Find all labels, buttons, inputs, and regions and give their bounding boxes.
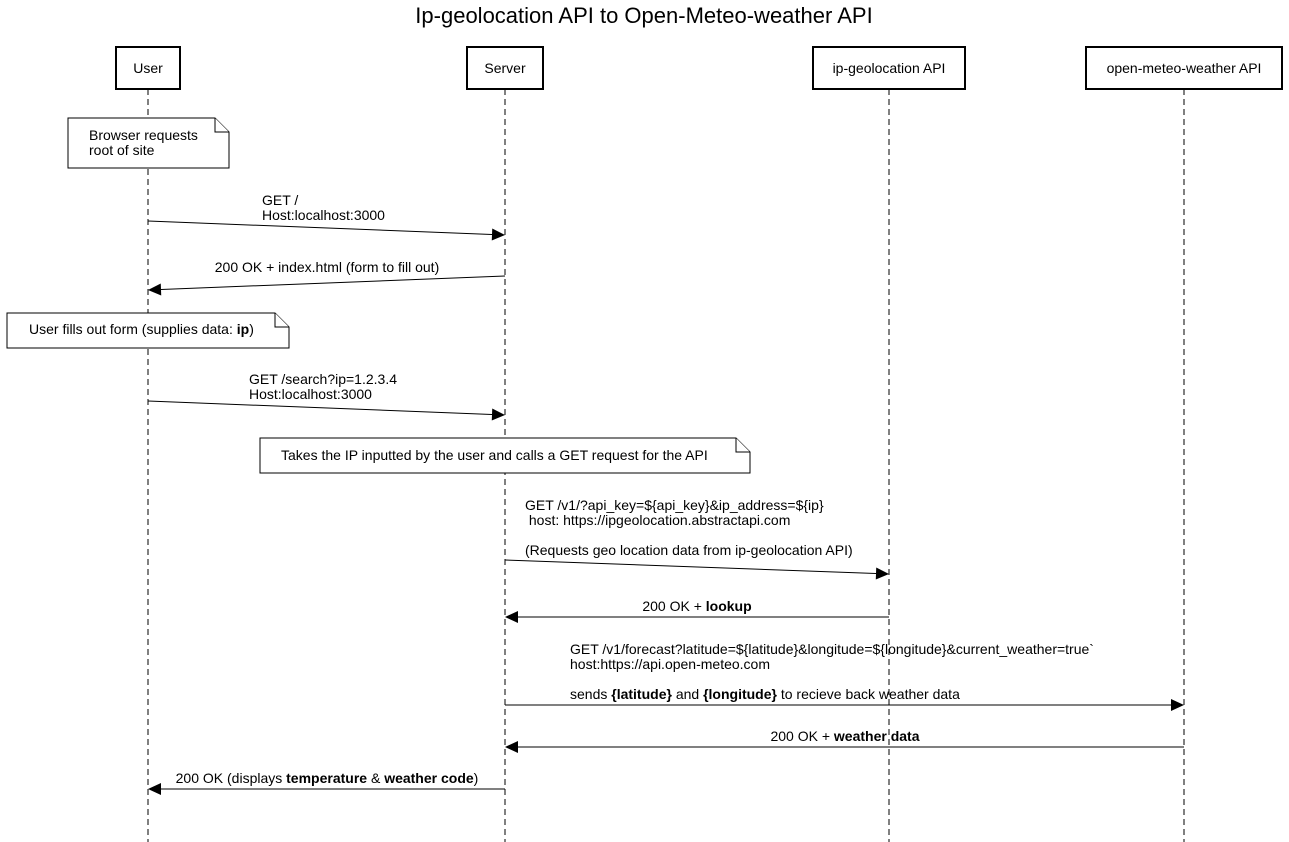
- message-text-line: 200 OK (displays temperature & weather c…: [176, 770, 479, 786]
- message-text-line: sends {latitude} and {longitude} to reci…: [570, 686, 960, 702]
- message-text-line: GET /v1/?api_key=${api_key}&ip_address=$…: [525, 497, 824, 513]
- message-text-line: 200 OK + index.html (form to fill out): [215, 259, 439, 275]
- actor-label-weather: open-meteo-weather API: [1107, 60, 1262, 76]
- message-text-line: Host:localhost:3000: [249, 386, 372, 402]
- message-text-line: GET /: [262, 192, 298, 208]
- message-ok-index: 200 OK + index.html (form to fill out): [148, 259, 506, 296]
- message-text-line: (Requests geo location data from ip-geol…: [525, 542, 853, 558]
- note-box: [259, 437, 751, 474]
- note-text-line: Takes the IP inputted by the user and ca…: [281, 447, 708, 463]
- actor-label-ipgeo: ip-geolocation API: [833, 60, 946, 76]
- actors: User Server ip-geolocation API open-meteo-w…: [115, 46, 1283, 90]
- message-line: [147, 400, 493, 415]
- message-text-line: host:https://api.open-meteo.com: [570, 656, 770, 672]
- actor-label-server: Server: [484, 60, 526, 76]
- actor-label-user: User: [133, 60, 163, 76]
- actor-user: User: [115, 46, 181, 90]
- message-text-line: GET /v1/forecast?latitude=${latitude}&lo…: [570, 641, 1094, 657]
- message-get-search: GET /search?ip=1.2.3.4Host:localhost:300…: [147, 371, 505, 421]
- note-takes-ip: Takes the IP inputted by the user and ca…: [259, 437, 751, 474]
- message-get-root: GET /Host:localhost:3000: [147, 192, 505, 241]
- actor-box-user: [115, 46, 181, 90]
- diagram-title: Ip-geolocation API to Open-Meteo-weather…: [415, 3, 872, 28]
- arrow-head: [505, 611, 518, 623]
- actor-ipgeo: ip-geolocation API: [812, 46, 966, 90]
- message-text-line: Host:localhost:3000: [262, 207, 385, 223]
- arrow-head: [491, 408, 505, 421]
- note-text-line: User fills out form (supplies data: ip): [29, 321, 254, 337]
- message-text-line: host: https://ipgeolocation.abstractapi.…: [525, 512, 790, 528]
- note-text-line: Browser requests: [89, 127, 198, 143]
- arrow-head: [875, 567, 889, 580]
- message-get-ipgeo: GET /v1/?api_key=${api_key}&ip_address=$…: [504, 497, 889, 580]
- message-line: [147, 220, 493, 235]
- note-box: [6, 312, 290, 349]
- actor-box-ipgeo: [812, 46, 966, 90]
- actor-box-weather: [1085, 46, 1283, 90]
- actor-weather: open-meteo-weather API: [1085, 46, 1283, 90]
- message-line: [504, 559, 877, 575]
- message-ok-weather: 200 OK + weather data: [505, 728, 1184, 753]
- note-fold: [214, 118, 229, 133]
- arrow-head: [1171, 699, 1184, 711]
- note-box: [67, 117, 230, 169]
- lifelines: [147, 89, 1185, 842]
- message-text-line: GET /search?ip=1.2.3.4: [249, 371, 397, 387]
- note-text-line: root of site: [89, 142, 155, 158]
- actor-server: Server: [466, 46, 544, 90]
- arrow-head: [148, 283, 162, 296]
- message-text-line: 200 OK + weather data: [770, 728, 919, 744]
- arrow-head: [491, 228, 505, 241]
- message-text-line: 200 OK + lookup: [642, 598, 751, 614]
- actor-box-server: [466, 46, 544, 90]
- arrow-head: [148, 783, 161, 795]
- note-fold: [735, 438, 750, 453]
- note-user-fills-form: User fills out form (supplies data: ip): [6, 312, 290, 349]
- message-get-forecast: GET /v1/forecast?latitude=${latitude}&lo…: [505, 641, 1184, 711]
- message-ok-display: 200 OK (displays temperature & weather c…: [148, 770, 505, 795]
- message-ok-lookup: 200 OK + lookup: [505, 598, 889, 623]
- note-fold: [274, 313, 289, 328]
- arrow-head: [505, 741, 518, 753]
- message-line: [160, 275, 506, 290]
